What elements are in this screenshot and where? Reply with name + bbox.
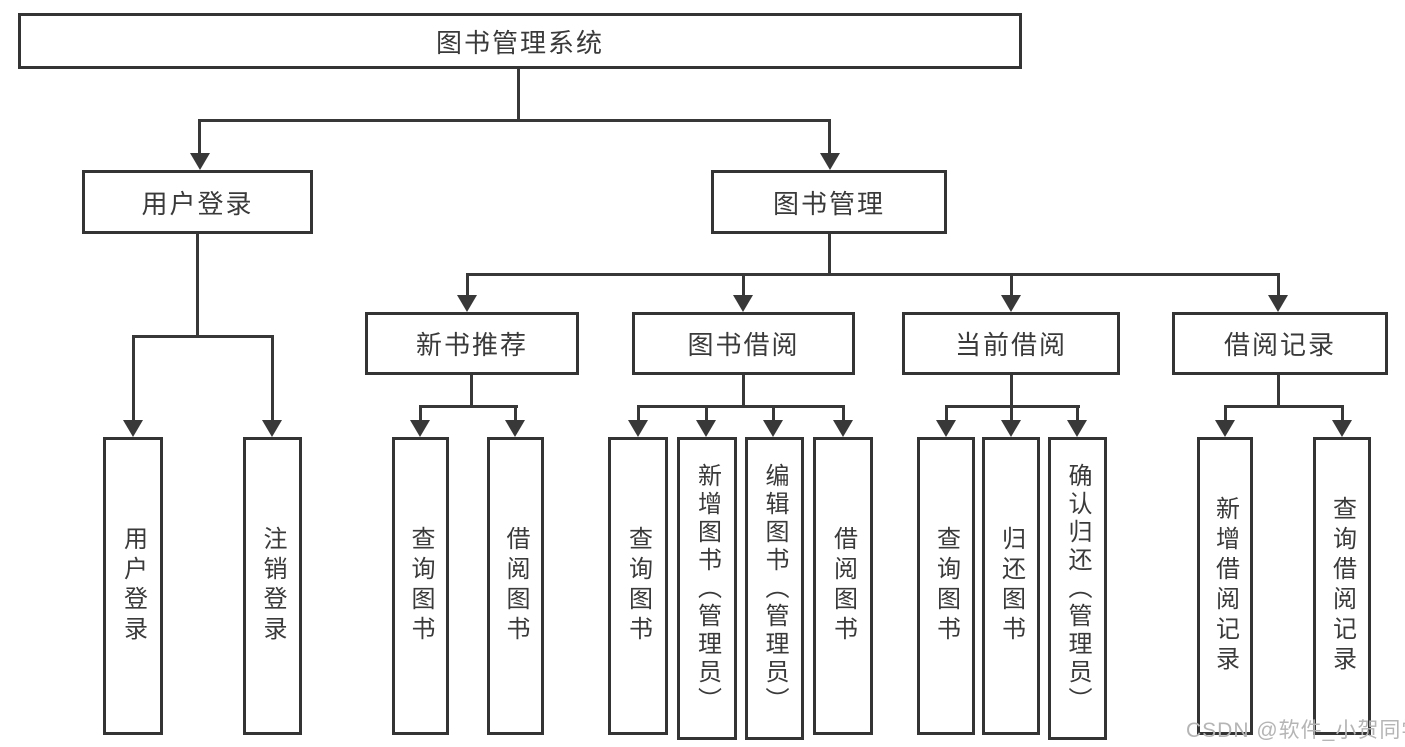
csdn-watermark: CSDN @软件_小贺同学 xyxy=(1186,719,1405,742)
leaf-query-books-borrowing-label: 查询图书 xyxy=(624,526,652,646)
node-borrowing-records: 借阅记录 xyxy=(1172,312,1388,375)
arrowhead-icon xyxy=(410,420,430,437)
node-book-management-label: 图书管理 xyxy=(772,188,885,219)
arrowhead-icon xyxy=(457,295,477,312)
node-library-system: 图书管理系统 xyxy=(18,13,1022,69)
arrowhead-icon xyxy=(1268,295,1288,312)
connector-line xyxy=(742,375,745,408)
arrowhead-icon xyxy=(763,420,783,437)
arrowhead-icon xyxy=(820,153,840,170)
leaf-confirm-return-admin: 确认归还（管理员） xyxy=(1048,437,1107,740)
connector-line xyxy=(132,335,274,338)
node-current-borrowing: 当前借阅 xyxy=(902,312,1120,375)
connector-line xyxy=(196,234,199,338)
arrowhead-icon xyxy=(696,420,716,437)
node-new-book-recommendation: 新书推荐 xyxy=(365,312,579,375)
arrowhead-icon xyxy=(1067,420,1087,437)
connector-line xyxy=(742,276,745,296)
arrowhead-icon xyxy=(123,420,143,437)
leaf-query-books-current-label: 查询图书 xyxy=(932,526,960,646)
leaf-logout: 注销登录 xyxy=(243,437,302,735)
connector-line xyxy=(828,234,831,276)
leaf-query-books-borrowing: 查询图书 xyxy=(608,437,668,735)
connector-line xyxy=(419,405,518,408)
connector-line xyxy=(1224,405,1227,422)
node-book-management: 图书管理 xyxy=(711,170,947,234)
leaf-query-borrow-record: 查询借阅记录 xyxy=(1313,437,1371,735)
leaf-borrow-books-recommend: 借阅图书 xyxy=(487,437,544,735)
arrowhead-icon xyxy=(733,295,753,312)
leaf-borrow-books-label: 借阅图书 xyxy=(829,526,857,646)
connector-line xyxy=(271,338,274,422)
leaf-return-books-label: 归还图书 xyxy=(997,526,1025,646)
connector-line xyxy=(470,375,473,408)
node-library-system-label: 图书管理系统 xyxy=(435,27,604,58)
connector-line xyxy=(198,119,831,122)
arrowhead-icon xyxy=(1332,420,1352,437)
connector-line xyxy=(514,405,517,422)
node-user-login-branch: 用户登录 xyxy=(82,170,313,234)
connector-line xyxy=(945,405,948,422)
leaf-add-borrow-record-label: 新增借阅记录 xyxy=(1211,496,1239,676)
leaf-edit-books-admin: 编辑图书（管理员） xyxy=(745,437,804,740)
connector-line xyxy=(419,405,422,422)
connector-line xyxy=(466,273,1280,276)
connector-line xyxy=(1076,405,1079,422)
node-borrowing-records-label: 借阅记录 xyxy=(1223,330,1336,360)
arrowhead-icon xyxy=(190,153,210,170)
connector-line xyxy=(842,405,845,422)
leaf-query-books-recommend-label: 查询图书 xyxy=(407,526,434,646)
leaf-query-books-recommend: 查询图书 xyxy=(392,437,449,735)
arrowhead-icon xyxy=(833,420,853,437)
leaf-user-login: 用户登录 xyxy=(103,437,163,735)
leaf-add-books-admin: 新增图书（管理员） xyxy=(677,437,737,740)
connector-line xyxy=(1224,405,1344,408)
leaf-confirm-return-admin-label: 确认归还（管理员） xyxy=(1064,462,1091,715)
connector-line xyxy=(1010,405,1013,422)
connector-line xyxy=(517,69,520,122)
arrowhead-icon xyxy=(1001,420,1021,437)
connector-line xyxy=(198,122,201,156)
leaf-add-borrow-record: 新增借阅记录 xyxy=(1197,437,1253,735)
connector-line xyxy=(637,405,845,408)
connector-line xyxy=(1010,276,1013,296)
arrowhead-icon xyxy=(936,420,956,437)
leaf-borrow-books-recommend-label: 借阅图书 xyxy=(502,526,529,646)
leaf-edit-books-admin-label: 编辑图书（管理员） xyxy=(761,462,788,715)
node-current-borrowing-label: 当前借阅 xyxy=(954,330,1067,360)
connector-line xyxy=(1341,405,1344,422)
connector-line xyxy=(772,405,775,422)
leaf-add-books-admin-label: 新增图书（管理员） xyxy=(693,462,721,715)
node-book-borrowing-label: 图书借阅 xyxy=(687,330,800,360)
node-book-borrowing: 图书借阅 xyxy=(632,312,855,375)
leaf-return-books: 归还图书 xyxy=(982,437,1040,735)
connector-line xyxy=(705,405,708,422)
connector-line xyxy=(637,405,640,422)
leaf-logout-label: 注销登录 xyxy=(259,526,286,646)
node-new-book-recommendation-label: 新书推荐 xyxy=(415,330,528,360)
arrowhead-icon xyxy=(628,420,648,437)
arrowhead-icon xyxy=(505,420,525,437)
leaf-borrow-books: 借阅图书 xyxy=(813,437,873,735)
leaf-query-books-current: 查询图书 xyxy=(917,437,975,735)
arrowhead-icon xyxy=(1215,420,1235,437)
connector-line xyxy=(1277,276,1280,296)
connector-line xyxy=(828,122,831,156)
connector-line xyxy=(1277,375,1280,408)
connector-line xyxy=(132,338,135,422)
leaf-query-borrow-record-label: 查询借阅记录 xyxy=(1328,496,1356,676)
arrowhead-icon xyxy=(262,420,282,437)
connector-line xyxy=(1010,375,1013,408)
arrowhead-icon xyxy=(1001,295,1021,312)
connector-line xyxy=(466,276,469,296)
leaf-user-login-label: 用户登录 xyxy=(119,526,147,646)
node-user-login-branch-label: 用户登录 xyxy=(141,188,254,219)
